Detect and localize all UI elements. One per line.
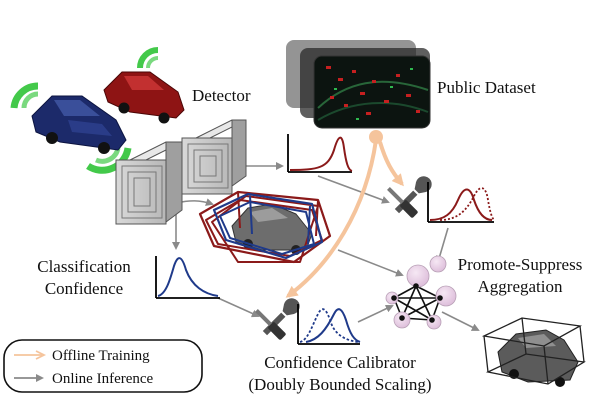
graph-icon-calibrator bbox=[297, 304, 361, 345]
detector-block-back bbox=[181, 119, 247, 195]
legend-offline-label: Offline Training bbox=[52, 348, 150, 364]
car-red-icon bbox=[103, 47, 185, 124]
legend-offline-arrow-icon bbox=[14, 350, 47, 360]
bounding-boxes-car bbox=[198, 190, 332, 264]
wrench-screwdriver-icon-calibrator bbox=[255, 298, 300, 340]
legend: Offline Training Online Inference bbox=[3, 339, 203, 393]
detector-block-front bbox=[115, 141, 183, 225]
promote-label-line2: Aggregation bbox=[478, 277, 563, 296]
legend-online-label: Online Inference bbox=[52, 371, 154, 387]
wrench-screwdriver-icon-training bbox=[387, 176, 432, 218]
graph-icon-training bbox=[427, 182, 495, 223]
output-car-box-icon bbox=[481, 317, 586, 387]
graph-icon-classification bbox=[155, 256, 220, 299]
car-blue-icon bbox=[10, 82, 132, 174]
classification-label-line2: Confidence bbox=[45, 279, 123, 298]
promote-label-line1: Promote-Suppress bbox=[458, 255, 583, 274]
dataset-stack-icon bbox=[286, 40, 431, 129]
classification-label-line1: Classification bbox=[37, 257, 131, 276]
graph-icon-detector-output bbox=[287, 134, 353, 173]
aggregation-graph-icon bbox=[385, 255, 457, 330]
offline-arrows bbox=[285, 130, 404, 298]
legend-online-arrow-icon bbox=[14, 374, 44, 382]
calibrator-label-line1: Confidence Calibrator bbox=[264, 353, 416, 372]
public-dataset-label: Public Dataset bbox=[437, 78, 536, 97]
detector-label: Detector bbox=[192, 86, 251, 105]
detector-network bbox=[115, 119, 247, 225]
calibrator-label-line2: (Doubly Bounded Scaling) bbox=[248, 375, 431, 394]
